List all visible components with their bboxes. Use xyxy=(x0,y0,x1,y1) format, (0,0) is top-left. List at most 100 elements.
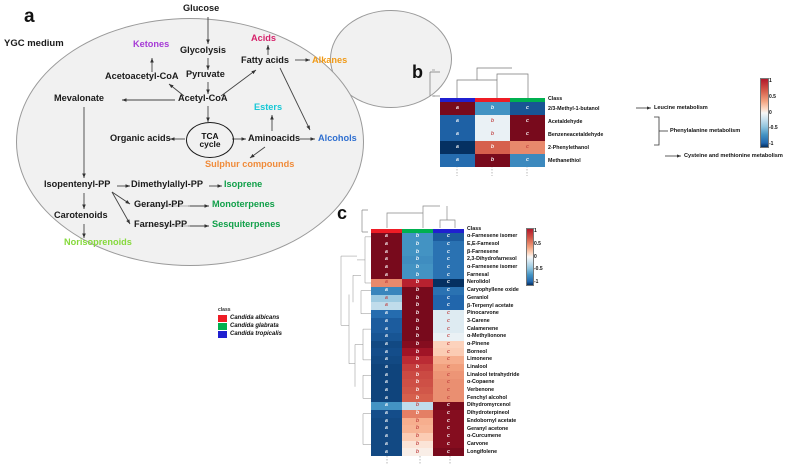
ygc-medium-label: YGC medium xyxy=(4,38,64,49)
class-bar-segment-2 xyxy=(510,98,545,102)
heatmap-cell: b xyxy=(402,325,433,333)
class-swatch-albicans xyxy=(218,314,227,322)
panel-b-pathway-phenylalanine: Phenylalanine metabolism xyxy=(670,128,741,134)
node-dimethylallyl-pp: Dimethylallyl-PP xyxy=(131,179,203,189)
row-label: Geraniol xyxy=(467,294,489,301)
row-label: α-Methylionone xyxy=(467,333,507,340)
heatmap-cell: b xyxy=(402,302,433,310)
class-swatch-tropicalis xyxy=(218,330,227,338)
heatmap-cell: a xyxy=(371,394,402,403)
heatmap-cell: b xyxy=(402,248,433,257)
heatmap-cell: a xyxy=(371,409,402,418)
heatmap-cell: b xyxy=(475,102,510,115)
node-mevalonate: Mevalonate xyxy=(54,93,105,103)
heatmap-cell: a xyxy=(371,309,402,318)
node-organic-acids: Organic acids xyxy=(110,133,171,143)
row-label: Benzeneacetaldehyde xyxy=(548,131,604,138)
panel-a-label: a xyxy=(24,6,35,27)
row-label: β-Farnesene xyxy=(467,248,499,255)
row-label: Carvone xyxy=(467,440,489,447)
scale-tick-label: 0.5 xyxy=(534,240,541,247)
node-glucose: Glucose xyxy=(183,3,220,13)
panel-b-color-scale xyxy=(760,78,769,148)
panel-b-class-bar xyxy=(440,98,545,102)
heatmap-cell: c xyxy=(433,317,464,326)
row-label: Farnesal xyxy=(467,271,489,278)
heatmap-cell: a xyxy=(371,340,402,349)
heatmap-cell: a xyxy=(371,271,402,280)
scale-tick-label: -1 xyxy=(769,141,774,147)
heatmap-cell: c xyxy=(510,115,545,128)
heatmap-cell: b xyxy=(402,394,433,403)
node-pyruvate: Pyruvate xyxy=(186,69,225,79)
tca-cycle-node: TCA cycle xyxy=(186,122,234,158)
row-label: Borneol xyxy=(467,348,488,355)
class-bar-segment-0 xyxy=(371,229,402,233)
panel-c-class-bar xyxy=(371,229,464,233)
heatmap-cell: a xyxy=(371,348,402,357)
row-label: Longifolene xyxy=(467,448,498,455)
heatmap-cell: b xyxy=(402,263,433,272)
node-geranyl-pp: Geranyl-PP xyxy=(134,199,184,209)
node-acetyl-coa: Acetyl-CoA xyxy=(178,93,228,103)
row-label: α-Farnesene isomer xyxy=(467,264,518,271)
heatmap-cell: c xyxy=(510,141,545,154)
row-label: Calamenene xyxy=(467,325,499,332)
heatmap-cell: c xyxy=(433,325,464,333)
row-label: Linalool tetrahydride xyxy=(467,371,520,378)
row-label: Caryophyllene oxide xyxy=(467,287,519,294)
heatmap-cell: c xyxy=(433,340,464,349)
node-esters: Esters xyxy=(254,102,283,112)
heatmap-cell: a xyxy=(440,141,475,154)
scale-tick-label: -1 xyxy=(534,279,539,285)
heatmap-cell: b xyxy=(402,386,433,395)
panel-b-label: b xyxy=(412,62,423,82)
heatmap-cell: b xyxy=(402,348,433,357)
node-acids: Acids xyxy=(251,33,277,43)
heatmap-cell: b xyxy=(402,317,433,326)
row-label: Nerolidol xyxy=(467,279,490,286)
heatmap-cell: b xyxy=(402,425,433,433)
row-label: α-Curcumene xyxy=(467,433,502,440)
heatmap-cell: c xyxy=(433,386,464,395)
scale-tick-label: -0.5 xyxy=(534,266,543,273)
class-name-glabrata: Candida glabrata xyxy=(230,323,279,329)
heatmap-cell: a xyxy=(371,417,402,426)
heatmap-cell: b xyxy=(402,440,433,449)
heatmap-cell: c xyxy=(433,240,464,249)
row-label: Limonene xyxy=(467,356,493,363)
heatmap-cell: a xyxy=(371,286,402,295)
row-label: E,E-Farnesol xyxy=(467,241,500,248)
heatmap-cell: a xyxy=(371,402,402,410)
tca-line-2: cycle xyxy=(199,139,221,149)
row-label-class-header: Class xyxy=(467,226,482,233)
heatmap-cell: b xyxy=(402,240,433,249)
heatmap-cell: b xyxy=(402,432,433,441)
class-bar-segment-1 xyxy=(402,229,433,233)
node-monoterpenes: Monoterpenes xyxy=(212,199,275,209)
heatmap-cell: c xyxy=(433,379,464,387)
heatmap-cell: c xyxy=(510,102,545,115)
heatmap-cell: b xyxy=(402,286,433,295)
node-carotenoids: Carotenoids xyxy=(54,210,108,220)
row-label: Geranyl acetone xyxy=(467,425,509,432)
tca-line-1: TCA xyxy=(201,130,219,141)
heatmap-cell: a xyxy=(440,154,475,167)
heatmap-cell: c xyxy=(433,302,464,310)
row-label: α-Farnesene isomer xyxy=(467,233,518,240)
heatmap-cell: a xyxy=(371,294,402,303)
heatmap-cell: a xyxy=(371,379,402,387)
heatmap-cell: c xyxy=(433,279,464,287)
node-fatty-acids: Fatty acids xyxy=(241,55,289,65)
heatmap-cell: a xyxy=(371,325,402,333)
heatmap-cell: c xyxy=(433,371,464,380)
heatmap-cell: a xyxy=(371,425,402,433)
node-norisoprenoids: Norisoprenoids xyxy=(64,237,132,247)
heatmap-cell: c xyxy=(433,402,464,410)
heatmap-cell: b xyxy=(402,363,433,372)
row-label: Pinocarvone xyxy=(467,310,499,317)
heatmap-cell: b xyxy=(402,379,433,387)
